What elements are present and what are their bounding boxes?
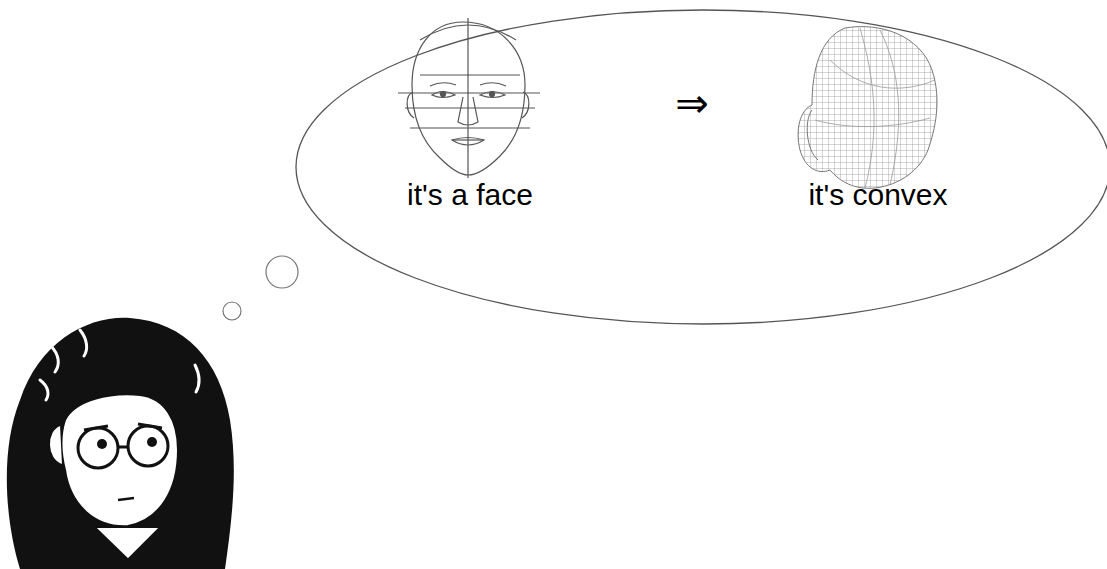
caption-text: it's convex	[808, 178, 947, 213]
thought-bubble	[296, 10, 1107, 324]
caption-node: it's convex	[804, 178, 951, 213]
face-sketch	[398, 18, 540, 178]
wireframe-head	[790, 18, 940, 193]
implies-arrow: ⇒	[675, 83, 709, 123]
girl-cartoon	[7, 318, 234, 569]
caption-text: it's a face	[407, 178, 533, 213]
caption-node: it's a face	[403, 178, 537, 213]
bubble-dot	[266, 256, 298, 288]
bubble-dot	[223, 302, 241, 320]
